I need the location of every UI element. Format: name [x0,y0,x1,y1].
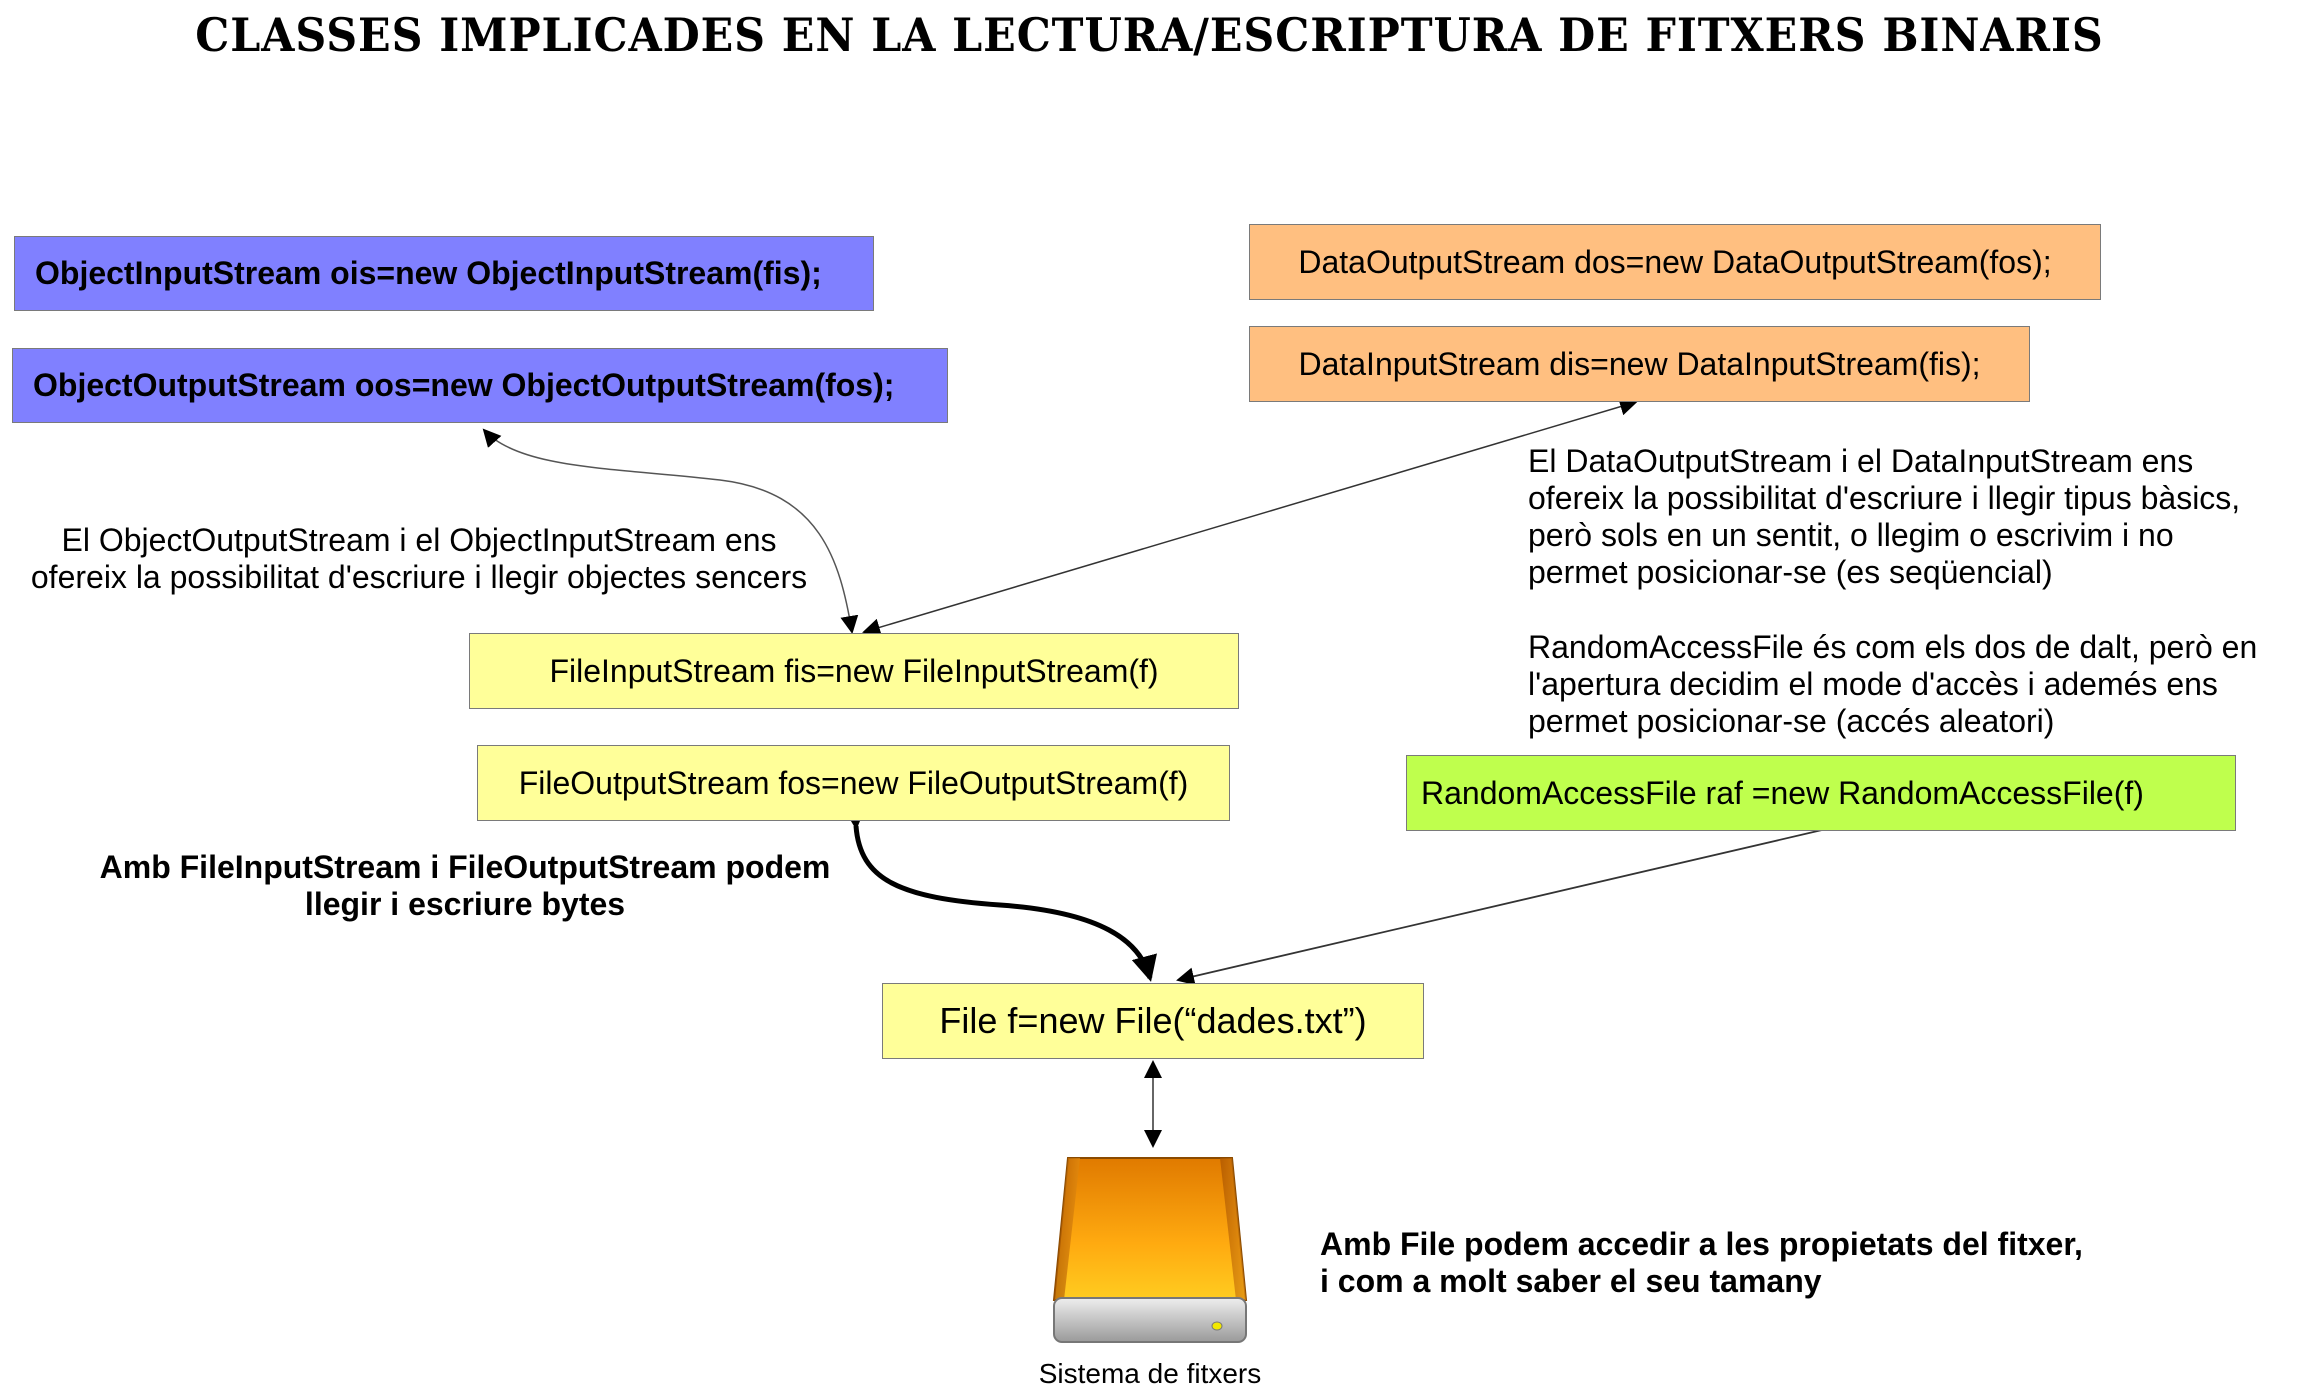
note-data-streams-line: però sols en un sentit, o llegim o escri… [1528,517,2174,553]
note-data-streams-line: permet posicionar-se (es seqüencial) [1528,554,2053,590]
note-file-streams-line: Amb FileInputStream i FileOutputStream p… [99,849,831,885]
note-data-streams-line: ofereix la possibilitat d'escriure i lle… [1528,480,2241,516]
arrow-random-to-file [1176,829,1823,986]
arrow-fileoutput-to-file [841,803,1157,982]
note-file-line: Amb File podem accedir a les propietats … [1320,1226,2083,1262]
arrow-data-to-fileinput [862,397,1638,637]
object-output-stream-box: ObjectOutputStream oos=new ObjectOutputS… [12,348,948,423]
data-output-stream-box: DataOutputStream dos=new DataOutputStrea… [1249,224,2101,300]
note-file: Amb File podem accedir a les propietats … [1320,1226,2083,1300]
note-object-streams-line: ofereix la possibilitat d'escriure i lle… [30,559,808,595]
note-object-streams: El ObjectOutputStream i el ObjectInputSt… [14,522,824,596]
object-input-stream-box: ObjectInputStream ois=new ObjectInputStr… [14,236,874,311]
drive-label: Sistema de fitxers [1038,1358,1262,1389]
note-file-streams: Amb FileInputStream i FileOutputStream p… [70,849,860,923]
hard-drive-icon [1052,1157,1248,1343]
note-data-streams: El DataOutputStream i el DataInputStream… [1528,443,2240,591]
note-random-access-line: RandomAccessFile és com els dos de dalt,… [1528,629,2258,665]
object-input-stream-label: ObjectInputStream ois=new ObjectInputStr… [35,255,822,291]
file-input-stream-box: FileInputStream fis=new FileInputStream(… [469,633,1239,709]
note-object-streams-line: El ObjectOutputStream i el ObjectInputSt… [61,522,777,558]
random-access-file-box: RandomAccessFile raf =new RandomAccessFi… [1406,755,2236,831]
file-input-stream-label: FileInputStream fis=new FileInputStream(… [549,652,1159,689]
file-box: File f=new File(“dades.txt”) [882,983,1424,1059]
note-random-access-line: l'apertura decidim el mode d'accès i ade… [1528,666,2218,702]
note-random-access-line: permet posicionar-se (accés aleatori) [1528,703,2055,739]
page-title: CLASSES IMPLICADES EN LA LECTURA/ESCRIPT… [195,8,2104,62]
data-output-stream-label: DataOutputStream dos=new DataOutputStrea… [1298,243,2052,280]
object-output-stream-label: ObjectOutputStream oos=new ObjectOutputS… [33,367,895,403]
note-file-streams-line: llegir i escriure bytes [304,886,626,922]
random-access-file-label: RandomAccessFile raf =new RandomAccessFi… [1421,774,2144,811]
file-label: File f=new File(“dades.txt”) [939,1000,1367,1041]
note-random-access: RandomAccessFile és com els dos de dalt,… [1528,629,2257,740]
data-input-stream-box: DataInputStream dis=new DataInputStream(… [1249,326,2030,402]
note-file-line: i com a molt saber el seu tamany [1320,1263,1822,1299]
note-data-streams-line: El DataOutputStream i el DataInputStream… [1528,443,2194,479]
data-input-stream-label: DataInputStream dis=new DataInputStream(… [1298,345,1981,382]
file-output-stream-box: FileOutputStream fos=new FileOutputStrea… [477,745,1230,821]
file-output-stream-label: FileOutputStream fos=new FileOutputStrea… [518,764,1189,801]
arrow-object-to-fileinput [482,428,859,634]
